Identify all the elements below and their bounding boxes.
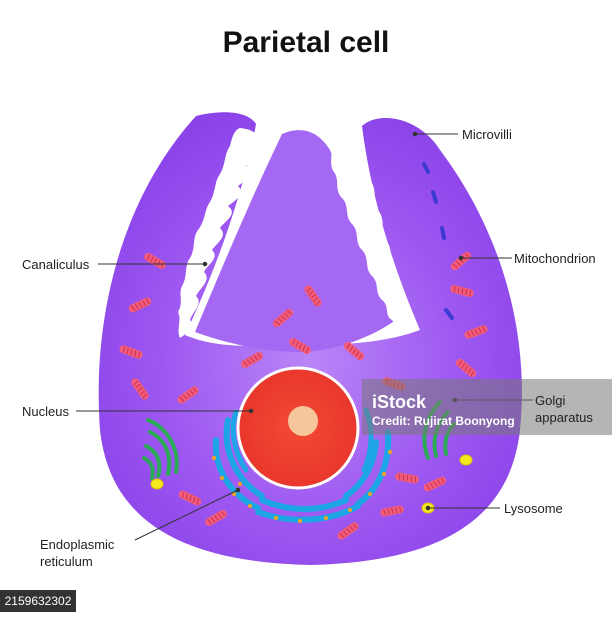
watermark-banner: [362, 379, 612, 435]
mitochondria: [119, 251, 488, 540]
label-microvilli: Microvilli: [462, 127, 512, 142]
mitochondrion: [395, 472, 419, 484]
apical-process: [195, 130, 396, 352]
label-canaliculus: Canaliculus: [22, 257, 90, 272]
watermark-credit: Credit: Rujirat Boonyong: [372, 414, 515, 428]
ribosomes: [212, 450, 392, 523]
mitochondrion: [380, 505, 404, 517]
mitochondrion: [464, 325, 488, 339]
mitochondrion: [119, 345, 143, 359]
watermark-logo: iStock: [372, 392, 427, 412]
mitochondrion: [455, 358, 477, 378]
label-golgi-line1: Golgi: [535, 393, 566, 408]
mitochondrion: [131, 378, 149, 400]
mitochondrion: [343, 341, 365, 361]
mitochondrion: [272, 308, 294, 328]
label-er-line1: Endoplasmic: [40, 537, 115, 552]
mitochondrion: [450, 284, 474, 298]
page-title: Parietal cell: [222, 26, 390, 59]
mitochondrion: [423, 476, 447, 492]
mitochondrion: [128, 297, 152, 313]
microvilli-dashes: [422, 162, 454, 320]
label-er-line2: reticulum: [40, 554, 93, 569]
label-mitochondrion: Mitochondrion: [514, 251, 596, 266]
mitochondrion: [205, 510, 227, 526]
canaliculus-right: [330, 132, 414, 329]
image-id: 2159632302: [0, 590, 76, 612]
label-golgi-line2: apparatus: [535, 410, 593, 425]
mitochondrion: [289, 338, 311, 354]
mitochondrion: [304, 285, 322, 307]
canaliculus-left: [178, 128, 258, 338]
mitochondrion: [178, 490, 202, 506]
label-lysosome: Lysosome: [504, 501, 563, 516]
mitochondrion: [337, 522, 359, 540]
mitochondrion: [241, 352, 263, 368]
label-nucleus: Nucleus: [22, 404, 69, 419]
mitochondrion: [144, 253, 166, 269]
golgi-apparatus-left: [142, 418, 179, 480]
nucleolus: [288, 406, 318, 436]
mitochondrion: [177, 386, 199, 404]
